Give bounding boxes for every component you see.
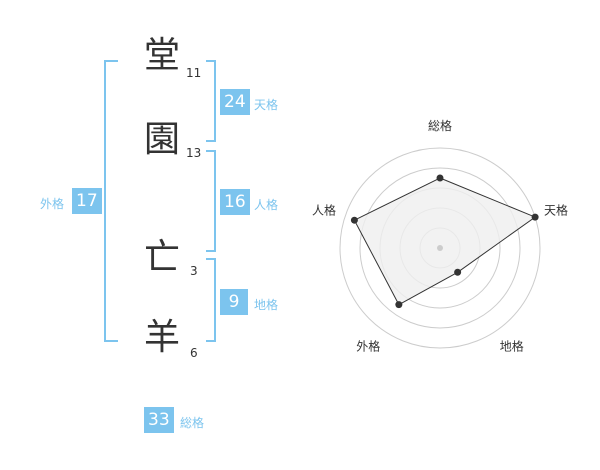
chikaku-label: 地格 bbox=[254, 298, 279, 312]
radar-point-3 bbox=[454, 268, 462, 276]
kanji-1: 堂 bbox=[143, 35, 180, 76]
radar-ring bbox=[339, 147, 541, 349]
radar-point-4 bbox=[395, 301, 403, 309]
radar-axis-label: 総格 bbox=[428, 118, 452, 133]
tenkaku-label: 天格 bbox=[254, 98, 279, 112]
tenkaku-bracket bbox=[206, 60, 216, 142]
gaikaku-bracket bbox=[104, 60, 118, 342]
radar-point-2 bbox=[531, 213, 539, 221]
gaikaku-badge: 17 bbox=[72, 188, 102, 214]
soukaku-label: 総格 bbox=[180, 416, 205, 430]
kanji-4-strokes: 6 bbox=[190, 346, 198, 360]
tenkaku-badge: 24 bbox=[220, 89, 250, 115]
radar-area bbox=[353, 177, 537, 306]
kanji-3-strokes: 3 bbox=[190, 264, 198, 278]
radar-point-5 bbox=[350, 216, 358, 224]
radar-axis-label: 外格 bbox=[356, 339, 380, 354]
soukaku-badge: 33 bbox=[144, 407, 174, 433]
jinkaku-label: 人格 bbox=[254, 198, 279, 212]
radar-axis-label: 天格 bbox=[544, 202, 568, 217]
jinkaku-bracket bbox=[206, 150, 216, 252]
jinkaku-badge: 16 bbox=[220, 189, 250, 215]
kanji-3: 亡 bbox=[143, 237, 180, 278]
kanji-1-strokes: 11 bbox=[186, 66, 202, 80]
radar-ring bbox=[359, 167, 521, 329]
kanji-4: 羊 bbox=[143, 317, 180, 358]
kanji-2-strokes: 13 bbox=[186, 146, 202, 160]
name-breakdown: 堂 11 園 13 亡 3 羊 6 17 外格 24 天格 16 人格 9 地格… bbox=[0, 0, 290, 470]
radar-point-1 bbox=[436, 174, 444, 182]
chikaku-badge: 9 bbox=[220, 289, 248, 315]
kanji-2: 園 bbox=[143, 119, 180, 160]
chikaku-bracket bbox=[206, 258, 216, 342]
radar-axis-label: 地格 bbox=[500, 339, 524, 354]
gaikaku-label: 外格 bbox=[40, 197, 65, 211]
radar-axis-label: 人格 bbox=[312, 202, 336, 217]
radar-center-dot bbox=[437, 245, 443, 251]
